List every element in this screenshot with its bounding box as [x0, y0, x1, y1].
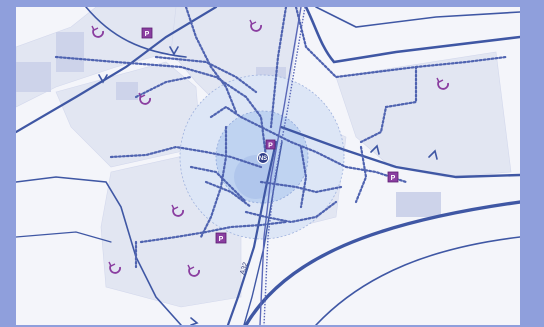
- road-northeast: [315, 7, 520, 28]
- road-label-a32: A32: [239, 262, 250, 276]
- railway: [259, 7, 306, 325]
- parking-markers: P P P P: [141, 27, 399, 244]
- road-southwest: [16, 231, 112, 243]
- parking-label: P: [219, 236, 224, 243]
- road-northwest: [16, 7, 218, 134]
- circular-arrow-icon[interactable]: [436, 77, 449, 90]
- circular-arrow-icon[interactable]: [91, 25, 104, 38]
- parking-icon[interactable]: P: [265, 139, 276, 150]
- circular-arrow-icon[interactable]: [108, 261, 121, 274]
- parking-label: P: [145, 31, 150, 38]
- parking-icon[interactable]: P: [387, 171, 399, 183]
- circular-arrow-icon[interactable]: [171, 204, 184, 217]
- station-label: NS: [259, 156, 267, 162]
- city-map[interactable]: P P P P NS A32: [16, 7, 520, 325]
- road-a32: [226, 140, 278, 325]
- road-ring-north: [304, 7, 520, 64]
- parking-icon[interactable]: P: [215, 232, 227, 244]
- road-west: [16, 176, 182, 325]
- parking-label: P: [391, 175, 396, 182]
- road-north-arc: [85, 7, 187, 58]
- main-roads: [16, 7, 520, 325]
- circular-arrow-icon[interactable]: [249, 19, 262, 32]
- circular-arrow-icon[interactable]: [187, 264, 200, 277]
- map-canvas: P P P P NS A32: [16, 7, 520, 325]
- dotted-routes: [54, 7, 508, 269]
- district-east: [335, 51, 512, 178]
- zone-icons: [91, 19, 449, 277]
- direction-arrows: [98, 46, 438, 325]
- road-south-arc: [244, 200, 520, 325]
- road-east: [279, 125, 520, 179]
- circular-arrow-icon[interactable]: [138, 92, 151, 105]
- parking-label: P: [268, 143, 273, 150]
- road-south-arc-2: [315, 236, 520, 325]
- train-station-icon[interactable]: NS: [257, 152, 269, 164]
- parking-icon[interactable]: P: [141, 27, 153, 39]
